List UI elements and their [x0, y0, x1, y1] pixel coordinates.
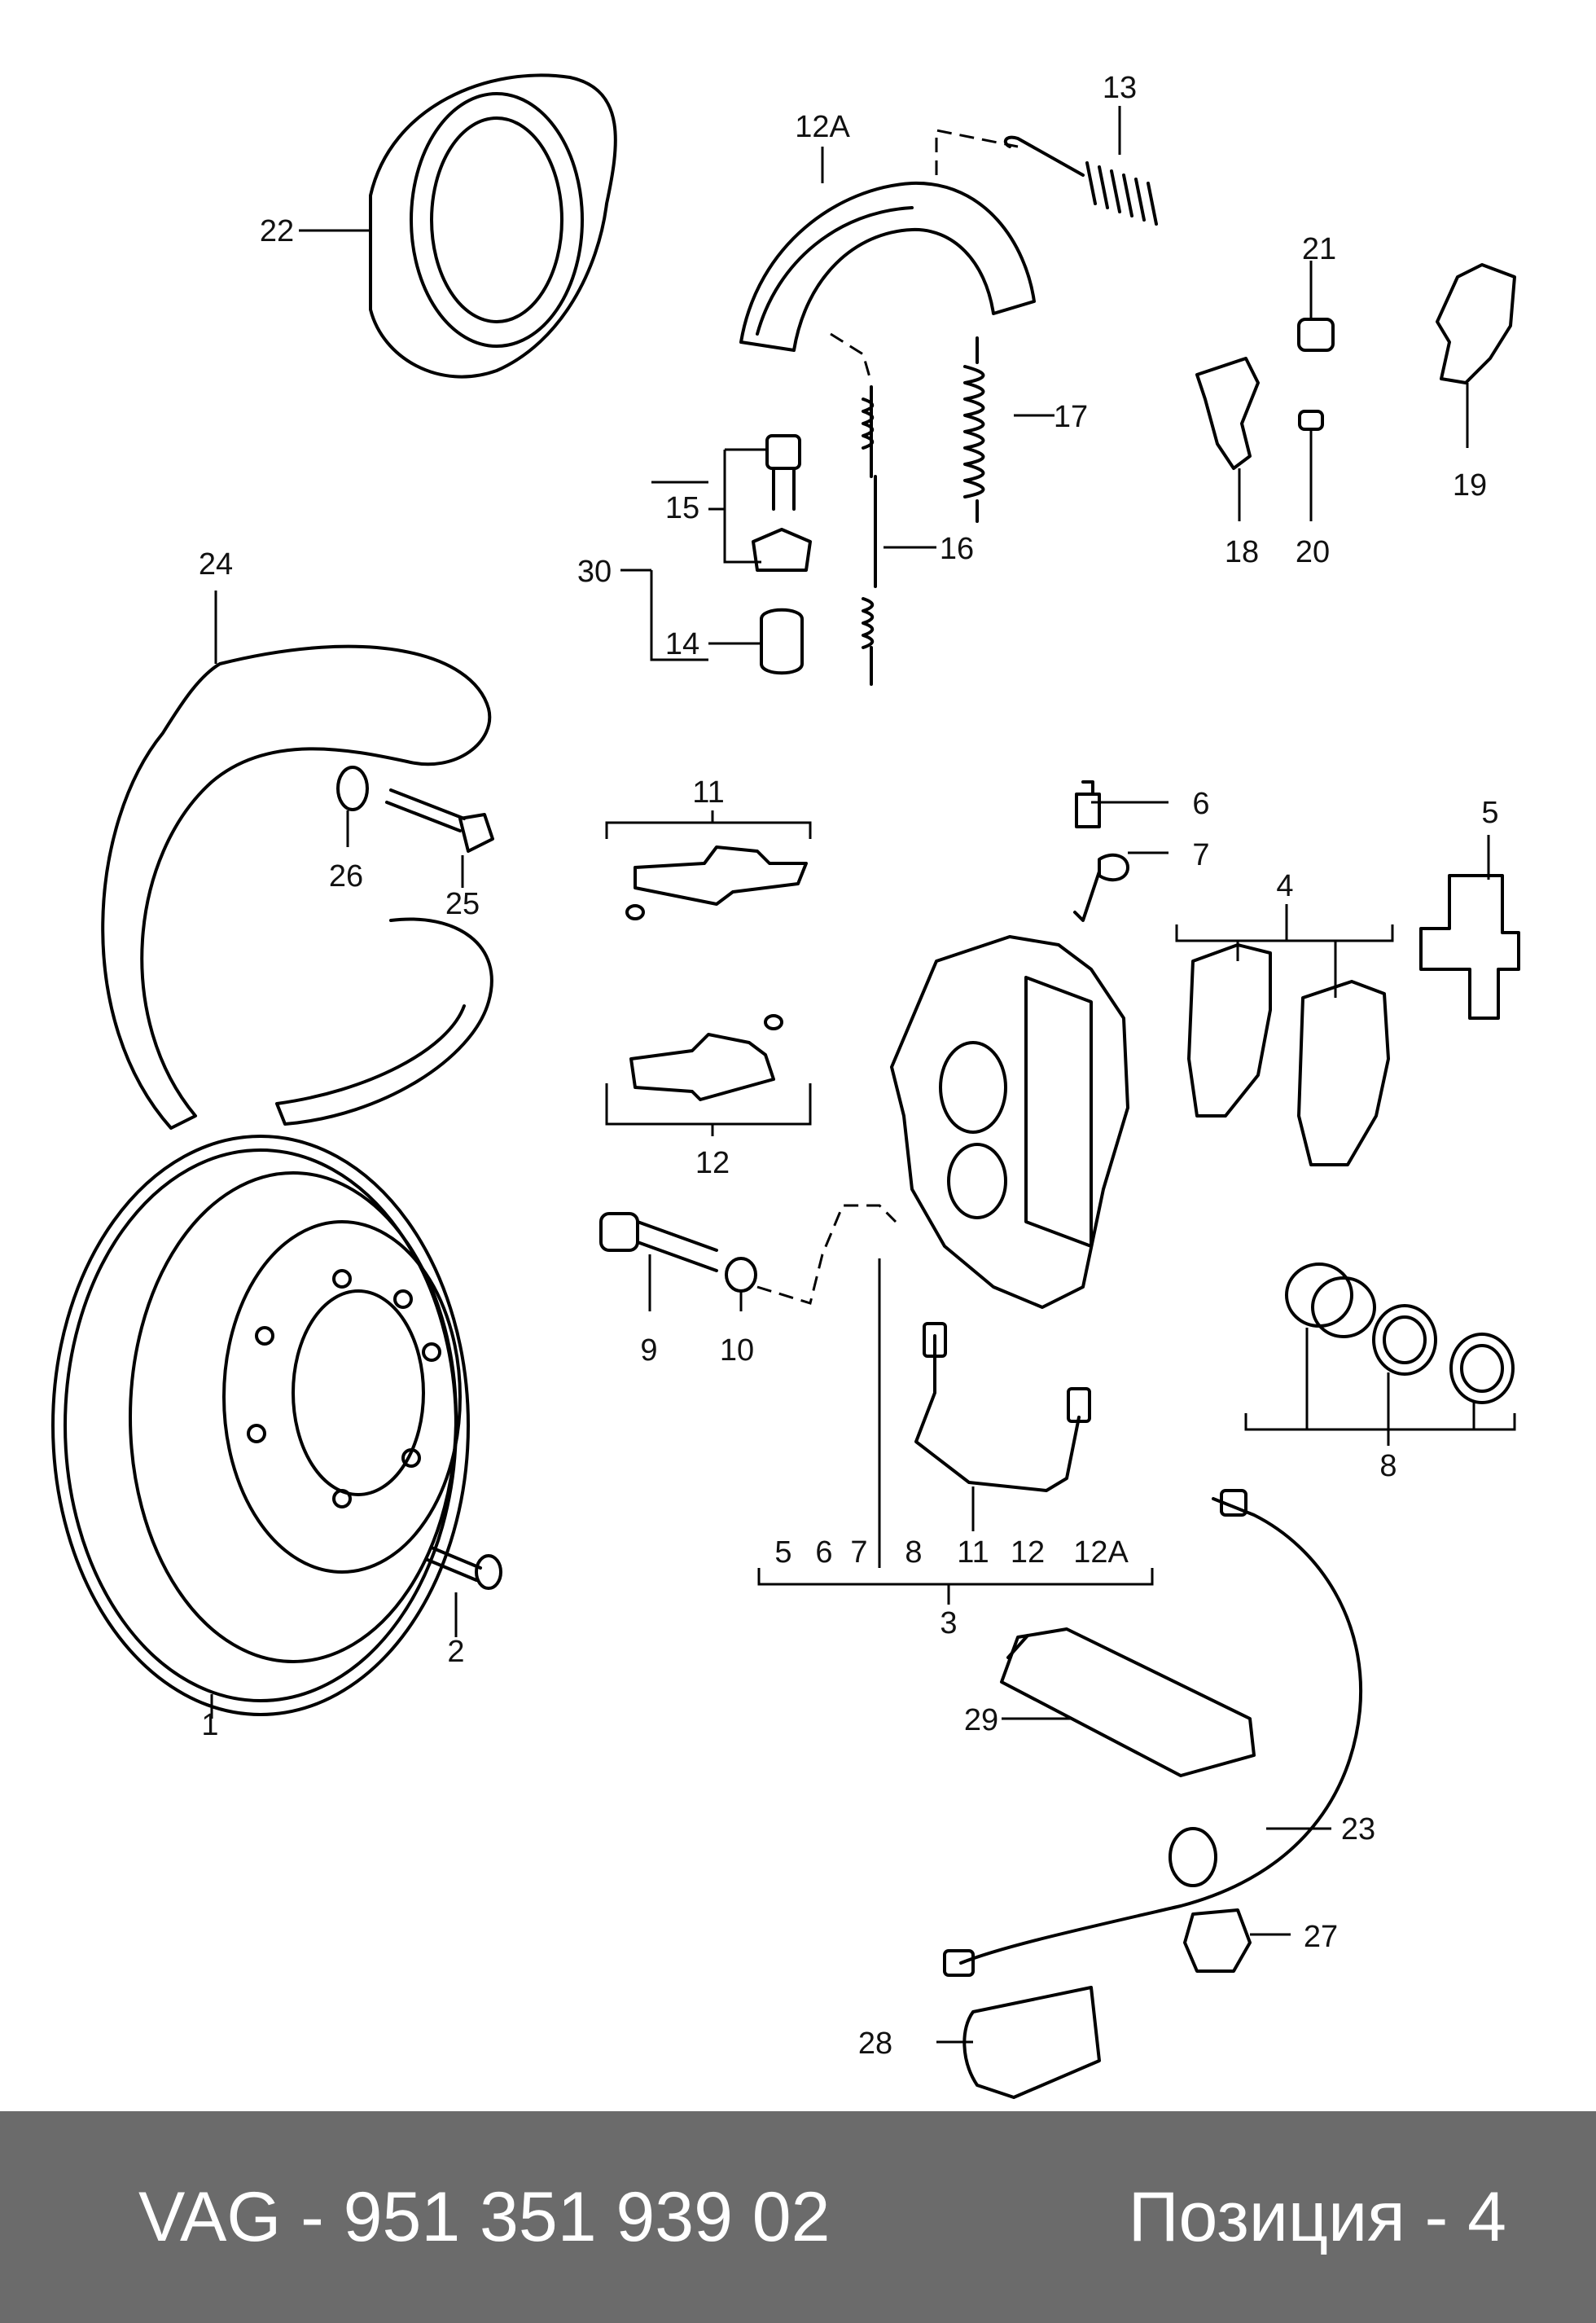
callout-28: 27 — [1304, 1920, 1338, 1954]
part-9-bolt — [599, 1212, 718, 1272]
part-24-wear-sensor — [943, 1489, 1363, 1977]
part-13-brake-shoe — [739, 181, 1036, 352]
callout-8: 8 — [1379, 1449, 1396, 1483]
callout-21: 20 — [1296, 535, 1330, 569]
callout-16: 15 — [665, 491, 699, 525]
callout-9: 9 — [640, 1333, 657, 1368]
part-22-pin — [1297, 318, 1335, 352]
callout-7: 7 — [1192, 838, 1209, 872]
callout-25: 24 — [199, 547, 233, 582]
part-19-lever — [1195, 357, 1260, 470]
callout-13: 12A — [795, 110, 850, 144]
callout-2: 2 — [447, 1635, 464, 1669]
callout-4: 4 — [1276, 869, 1293, 903]
callout-3-member-8: 8 — [905, 1535, 922, 1570]
callout-6: 6 — [1192, 787, 1209, 821]
callout-14: 13 — [1103, 71, 1137, 105]
part-26-bolt — [385, 788, 494, 853]
callout-12: 11 — [692, 775, 724, 810]
callout-27: 26 — [329, 859, 363, 894]
exploded-parts-diagram: 12A 13 22 21 17 15 19 30 16 18 20 24 14 … — [51, 71, 1520, 2099]
callout-3-member-12: 12 — [1011, 1535, 1045, 1570]
part-10-washer — [725, 1257, 757, 1293]
callout-12A: 12 — [695, 1146, 730, 1180]
part-5-spring — [1419, 874, 1520, 1020]
part-29-holder — [962, 1986, 1101, 2099]
part-2-bolt — [426, 1546, 502, 1590]
callout-31: 30 — [577, 555, 612, 589]
part-12a-clip — [629, 1014, 783, 1101]
callout-3: 3 — [940, 1606, 957, 1640]
callout-3-member-6: 6 — [815, 1535, 832, 1570]
part-17-spring — [862, 385, 877, 686]
part-8-piston-seals — [1285, 1262, 1515, 1404]
part-14-spring — [1003, 135, 1158, 226]
callout-29: 28 — [858, 2027, 892, 2061]
callout-15: 14 — [665, 627, 699, 661]
callout-5: 5 — [1481, 796, 1498, 830]
part-number: VAG - 951 351 939 02 — [138, 2177, 831, 2256]
part-25-backing-plate — [101, 644, 493, 1130]
part-23-shield — [369, 73, 617, 379]
part-16-bolt — [752, 434, 812, 572]
callout-24: 23 — [1341, 1812, 1375, 1847]
part-3-caliper — [890, 935, 1129, 1309]
part-27-washer — [336, 766, 369, 811]
part-11-brake-line — [914, 1322, 1091, 1492]
callout-3-member-5: 5 — [774, 1535, 791, 1570]
part-21-pin — [1298, 410, 1324, 431]
part-1-brake-disc — [51, 1135, 470, 1716]
part-28-clip — [1183, 1908, 1252, 1973]
callout-labels: 12A 13 22 21 17 15 19 30 16 18 20 24 14 … — [199, 71, 1499, 2061]
callout-20: 19 — [1453, 468, 1487, 503]
part-12-clip — [625, 845, 808, 920]
callout-26: 25 — [445, 887, 480, 921]
part-4-brake-pads — [1187, 943, 1390, 1166]
part-20-bracket — [1436, 263, 1516, 384]
callout-18: 17 — [1054, 400, 1088, 434]
callout-17: 16 — [940, 532, 974, 566]
callout-30: 29 — [964, 1703, 998, 1737]
leader-lines — [210, 106, 1516, 2044]
callout-1: 1 — [201, 1708, 218, 1742]
callout-23: 22 — [260, 214, 294, 248]
part-7-cap — [1073, 853, 1129, 922]
position-label: Позиция - 4 — [1128, 2177, 1506, 2256]
part-18-spring — [963, 336, 985, 523]
callout-22: 21 — [1302, 232, 1336, 266]
part-15-sleeve — [760, 608, 804, 675]
callout-10: 10 — [720, 1333, 754, 1368]
part-30-tube — [1000, 1627, 1256, 1777]
callout-3-member-12A: 12A — [1073, 1535, 1129, 1570]
footer-bar: VAG - 951 351 939 02 Позиция - 4 — [0, 2111, 1596, 2323]
callout-3-member-11: 11 — [957, 1535, 989, 1570]
part-6-bleeder — [1075, 780, 1101, 828]
callout-3-member-7: 7 — [850, 1535, 867, 1570]
callout-19: 18 — [1225, 535, 1259, 569]
